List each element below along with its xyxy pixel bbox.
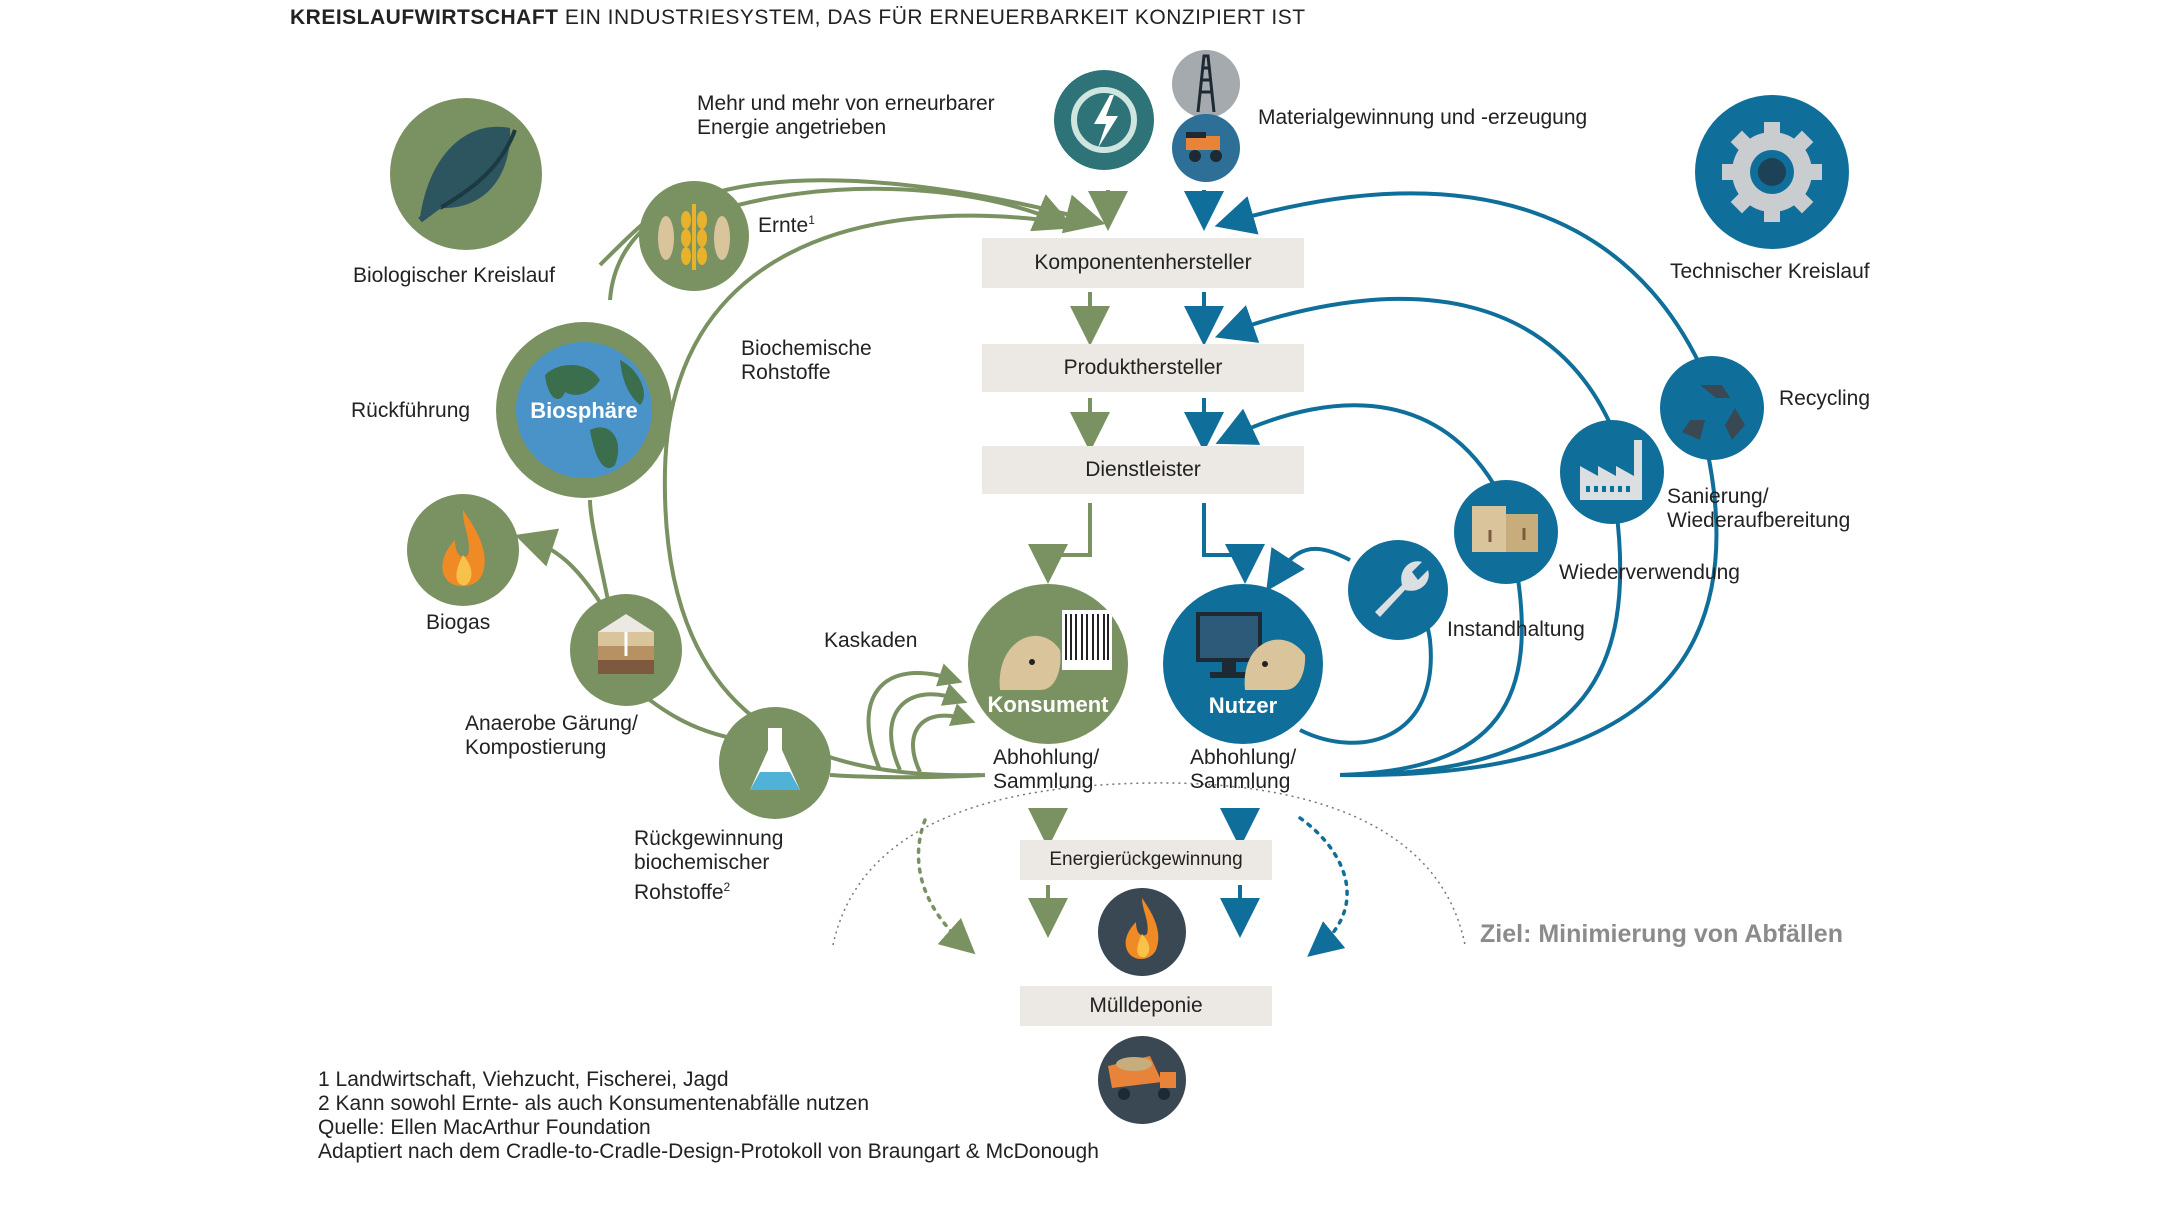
label-biological-cycle: Biologischer Kreislauf: [353, 264, 555, 287]
consumer-circle: [968, 584, 1128, 744]
footnote: 2 Kann sowohl Ernte- als auch Konsumente…: [318, 1092, 870, 1115]
factory-icon: [1560, 420, 1664, 524]
oil-rig-icon: [1172, 50, 1240, 118]
barcode-icon: [1062, 610, 1112, 670]
dump-truck-icon: [1098, 1036, 1186, 1124]
gear-icon: [1695, 95, 1849, 249]
label-collection-right: Abhohlung/Sammlung: [1190, 746, 1297, 793]
biological-flows: [514, 178, 1128, 938]
label-return: Rückführung: [351, 399, 471, 422]
page-title: KREISLAUFWIRTSCHAFT EIN INDUSTRIESYSTEM,…: [290, 6, 1306, 29]
label-consumer: Konsument: [987, 692, 1109, 717]
label-collection-left: Abhohlung/Sammlung: [993, 746, 1100, 793]
wrench-icon: [1348, 540, 1448, 640]
mining-truck-icon: [1172, 114, 1240, 182]
technical-flows: [1184, 190, 1719, 938]
label-material: Materialgewinnung und -erzeugung: [1258, 106, 1588, 129]
label-maintenance: Instandhaltung: [1447, 618, 1585, 641]
label-cascades: Kaskaden: [824, 629, 918, 652]
label-user: Nutzer: [1208, 693, 1278, 718]
label-biosphere: Biosphäre: [530, 398, 638, 423]
box-component-manufacturer: Komponentenhersteller: [982, 238, 1304, 288]
boxes-icon: [1454, 480, 1558, 584]
blue-dotted-arrow: [1298, 816, 1349, 957]
user-circle: [1163, 584, 1323, 744]
leaf-icon: [390, 98, 542, 250]
monitor-icon: [1196, 612, 1262, 678]
footnote: Quelle: Ellen MacArthur Foundation: [318, 1116, 651, 1139]
label-harvest: Ernte1: [758, 213, 815, 237]
soil-layers-icon: [570, 594, 682, 706]
wheat-fish-icon: [639, 181, 749, 291]
label-goal: Ziel: Minimierung von Abfällen: [1480, 920, 1843, 948]
flask-icon: [719, 707, 831, 819]
box-energy-recovery: Energierückgewinnung: [1020, 840, 1272, 880]
waste-goal-arc: [832, 782, 1466, 946]
label-reuse: Wiederverwendung: [1559, 561, 1740, 584]
renewable-energy-icon: [1054, 70, 1154, 170]
green-dotted-arrow: [916, 818, 976, 955]
label-anaerobic: Anaerobe Gärung/Kompostierung: [465, 712, 638, 759]
box-service-provider: Dienstleister: [982, 446, 1304, 494]
label-biogas: Biogas: [426, 611, 491, 634]
footnote: Adaptiert nach dem Cradle-to-Cradle-Desi…: [318, 1140, 1099, 1163]
flame-icon: [407, 494, 519, 606]
flame-icon: [1098, 888, 1186, 976]
globe-icon: [496, 322, 672, 498]
footnote: 1 Landwirtschaft, Viehzucht, Fischerei, …: [318, 1068, 729, 1091]
box-product-manufacturer: Produkthersteller: [982, 344, 1304, 392]
box-landfill: Mülldeponie: [1020, 986, 1272, 1026]
recycle-icon: [1660, 356, 1764, 460]
footnotes: 1 Landwirtschaft, Viehzucht, Fischerei, …: [318, 1068, 1099, 1164]
label-recycling: Recycling: [1779, 387, 1871, 410]
label-technical-cycle: Technischer Kreislauf: [1670, 260, 1870, 283]
label-refurbish: Sanierung/Wiederaufbereitung: [1667, 485, 1851, 532]
